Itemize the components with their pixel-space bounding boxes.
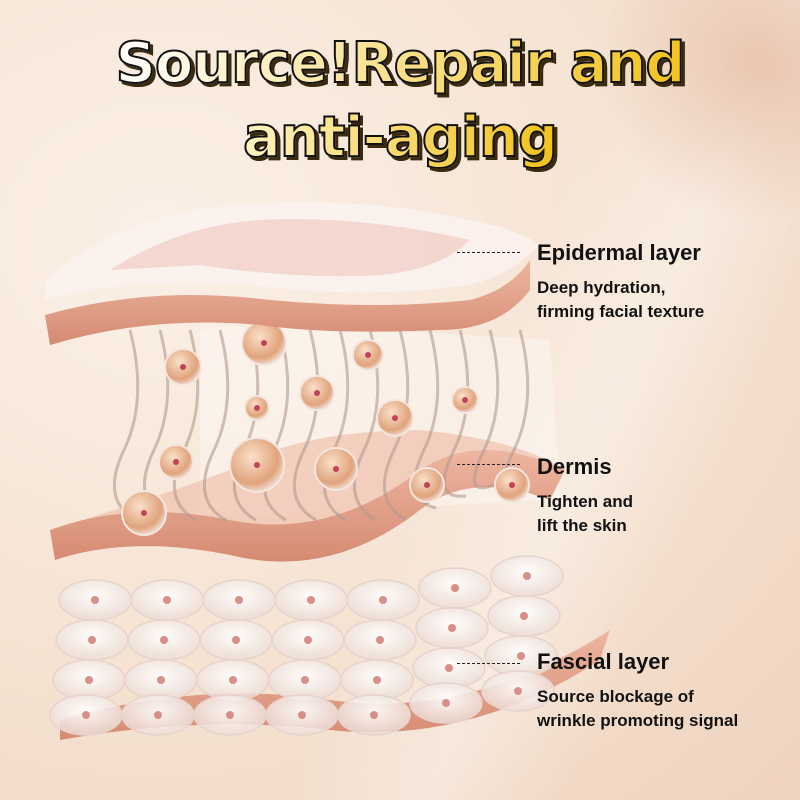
fascial-layer-graphic xyxy=(49,555,610,740)
layer-name: Fascial layer xyxy=(537,649,670,674)
description-line: firming facial texture xyxy=(537,302,705,321)
sphere-core xyxy=(261,340,267,346)
cell-nucleus xyxy=(82,711,90,719)
epidermal-sheet xyxy=(45,202,540,300)
sphere-core xyxy=(333,466,339,472)
cell-nucleus xyxy=(163,596,171,604)
cell-nucleus xyxy=(229,676,237,684)
cell-nucleus xyxy=(235,596,243,604)
collagen-fiber xyxy=(443,329,470,498)
epidermal-layer-graphic xyxy=(45,202,540,345)
collagen-fiber xyxy=(112,329,140,522)
layer-description: Deep hydration, firming facial texture xyxy=(537,276,792,324)
cell-nucleus xyxy=(445,664,453,672)
cell-nucleus xyxy=(517,652,525,660)
cell-nucleus xyxy=(88,636,96,644)
sphere-core xyxy=(462,397,468,403)
layer-name: Epidermal layer xyxy=(537,240,701,265)
sphere-core xyxy=(314,390,320,396)
cell-nucleus xyxy=(523,572,531,580)
cell-nucleus xyxy=(91,596,99,604)
description-line: lift the skin xyxy=(537,516,627,535)
cell-nucleus xyxy=(307,596,315,604)
layer-name: Dermis xyxy=(537,454,612,479)
collagen-fiber xyxy=(292,329,320,522)
layer-description: Tighten and lift the skin xyxy=(537,490,792,538)
headline-line-2: anti-aging xyxy=(0,105,800,170)
collagen-fiber xyxy=(473,329,500,490)
epidermal-slab xyxy=(45,260,530,345)
sphere-core xyxy=(365,352,371,358)
sphere-core xyxy=(392,415,398,421)
headline-line-1: Source!Repair and xyxy=(0,31,800,96)
cell-nucleus xyxy=(304,636,312,644)
cell-nucleus xyxy=(301,676,309,684)
cell-nucleus xyxy=(373,676,381,684)
cell-nucleus xyxy=(370,711,378,719)
sphere-core xyxy=(173,459,179,465)
sphere-core xyxy=(254,405,260,411)
epidermal-leader-line xyxy=(457,252,520,253)
cell-nucleus xyxy=(298,711,306,719)
collagen-spheres xyxy=(121,320,530,536)
cell-nucleus xyxy=(448,624,456,632)
cell-nucleus xyxy=(514,687,522,695)
cell-nucleus xyxy=(154,711,162,719)
sphere-core xyxy=(180,364,186,370)
description-line: Source blockage of xyxy=(537,687,694,706)
sphere-core xyxy=(424,482,430,488)
collagen-fiber xyxy=(202,329,230,522)
cell-nucleus xyxy=(157,676,165,684)
cell-nucleus xyxy=(520,612,528,620)
cell-nucleus xyxy=(376,636,384,644)
sphere-core xyxy=(509,482,515,488)
fat-cells xyxy=(49,555,564,736)
cell-nucleus xyxy=(442,699,450,707)
fascial-leader-line xyxy=(457,663,520,664)
sphere-core xyxy=(254,462,260,468)
dermis-label: Dermis Tighten and lift the skin xyxy=(537,454,792,538)
epidermal-grid-tint xyxy=(110,219,470,277)
headline-text-1: Source!Repair and xyxy=(114,31,686,96)
dermis-graphic xyxy=(50,320,565,562)
description-line: wrinkle promoting signal xyxy=(537,711,739,730)
cell-nucleus xyxy=(226,711,234,719)
headline-text-2: anti-aging xyxy=(242,105,559,170)
fascial-label: Fascial layer Source blockage of wrinkle … xyxy=(537,649,792,733)
cell-nucleus xyxy=(379,596,387,604)
cell-nucleus xyxy=(232,636,240,644)
dermis-leader-line xyxy=(457,464,520,465)
layer-description: Source blockage of wrinkle promoting sign… xyxy=(537,685,792,733)
epidermal-label: Epidermal layer Deep hydration, firming f… xyxy=(537,240,792,324)
cell-nucleus xyxy=(160,636,168,644)
sphere-core xyxy=(141,510,147,516)
description-line: Tighten and xyxy=(537,492,634,511)
description-line: Deep hydration, xyxy=(537,278,666,297)
cell-nucleus xyxy=(451,584,459,592)
cell-nucleus xyxy=(85,676,93,684)
collagen-fiber xyxy=(382,329,410,522)
